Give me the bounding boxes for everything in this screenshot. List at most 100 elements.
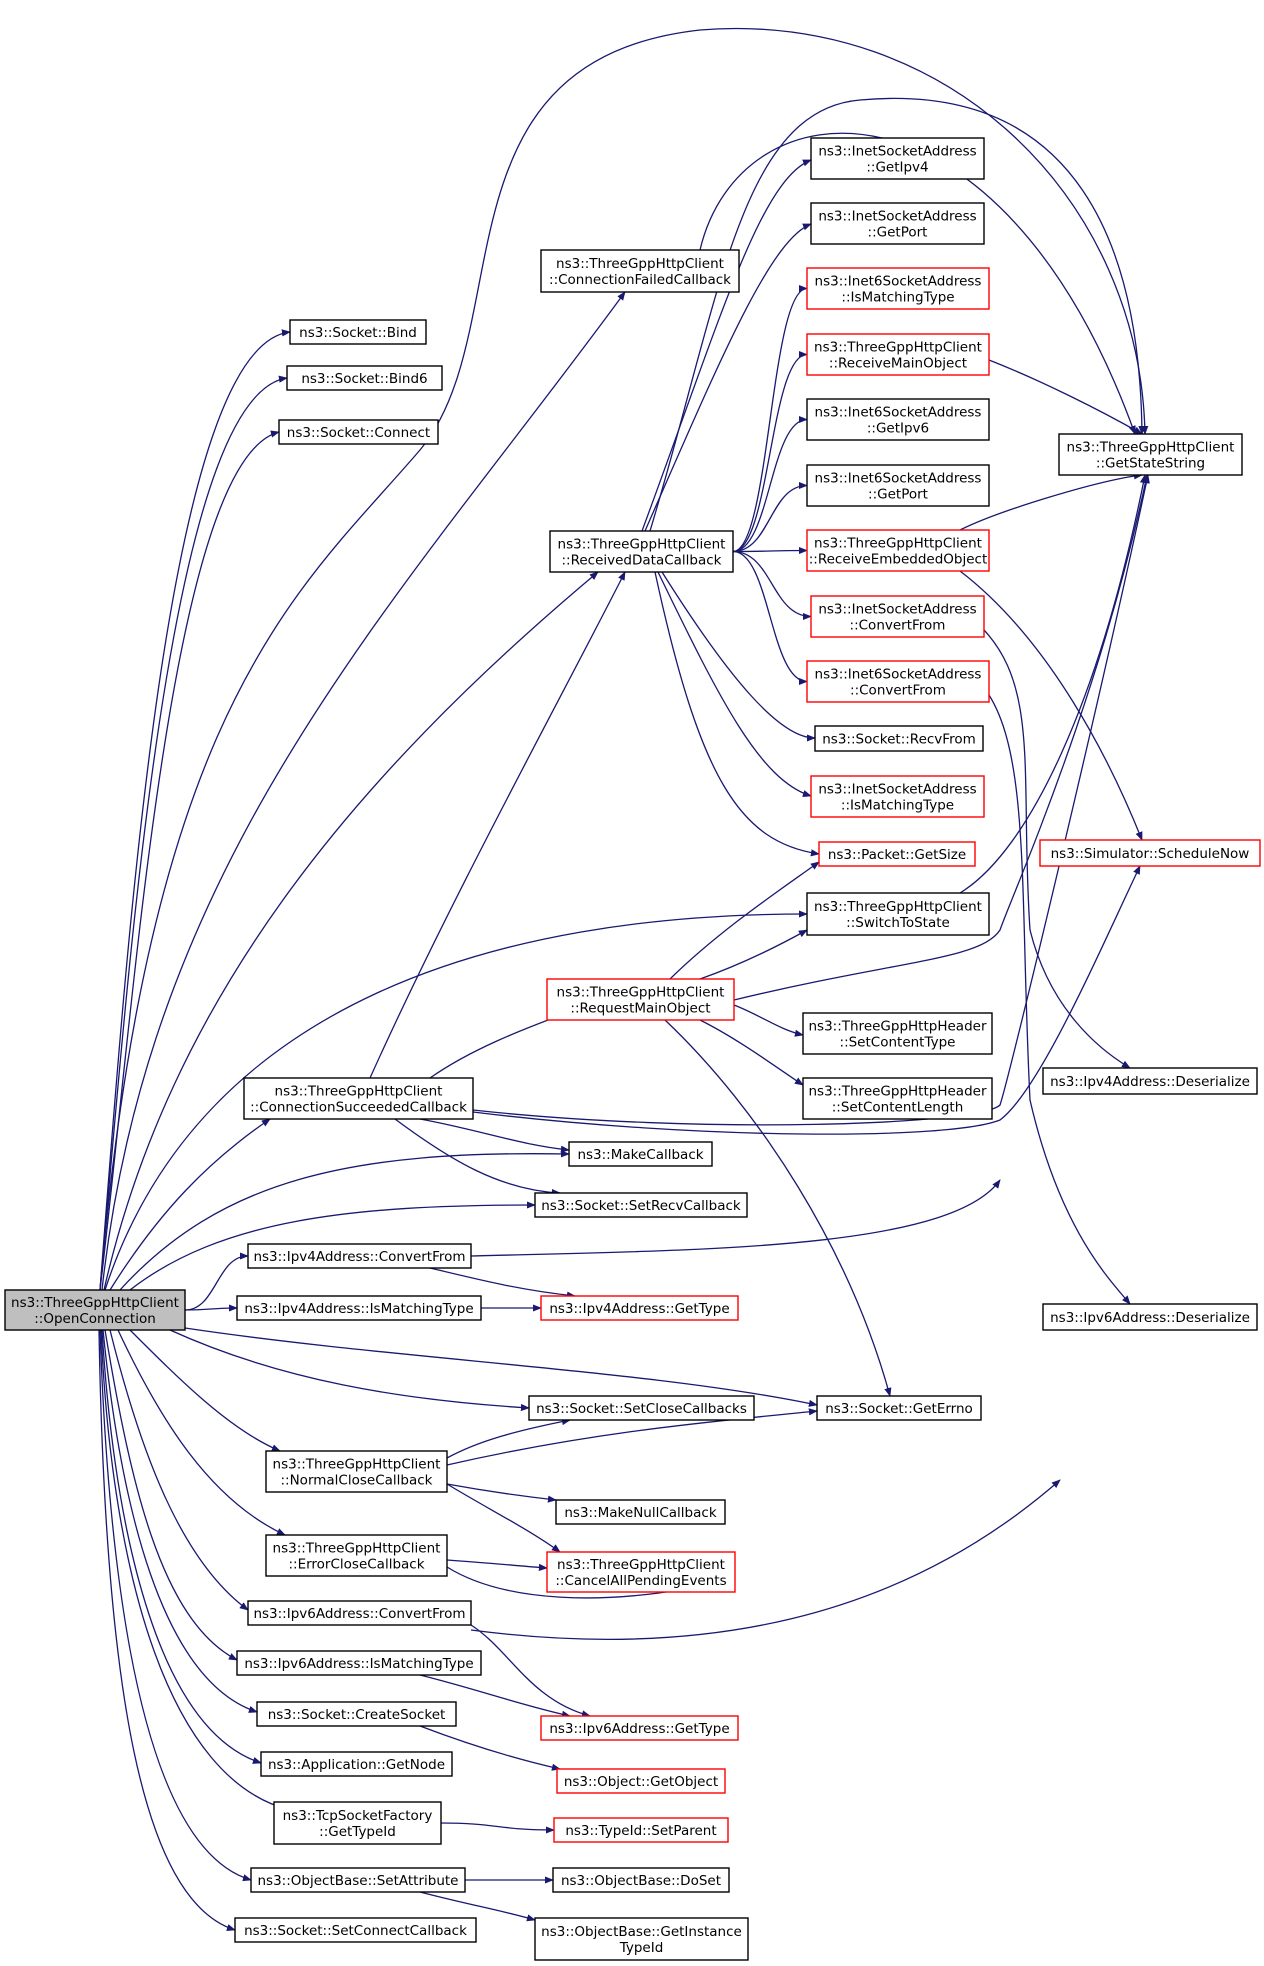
node-label: ::GetIpv6 bbox=[867, 421, 929, 437]
node-connfailed[interactable]: ns3::ThreeGppHttpClient::ConnectionFaile… bbox=[540, 249, 740, 293]
node-inetmatch[interactable]: ns3::InetSocketAddress::IsMatchingType bbox=[810, 775, 985, 818]
node-label: ns3::ThreeGppHttpClient bbox=[273, 1457, 441, 1473]
node-label: ns3::Socket::SetRecvCallback bbox=[541, 1198, 741, 1214]
node-getstatestring[interactable]: ns3::ThreeGppHttpClient::GetStateString bbox=[1058, 433, 1243, 476]
node-inet6match[interactable]: ns3::Inet6SocketAddress::IsMatchingType bbox=[806, 267, 990, 310]
node-label: ns3::ThreeGppHttpClient bbox=[556, 256, 724, 272]
edge-root-to-ipv6match bbox=[104, 1329, 238, 1661]
node-label: ns3::Ipv6Address::Deserialize bbox=[1050, 1310, 1250, 1326]
node-box bbox=[4, 1289, 186, 1331]
node-ipv6convert[interactable]: ns3::Ipv6Address::ConvertFrom bbox=[247, 1600, 472, 1626]
node-box bbox=[236, 1650, 482, 1676]
edge-recvembedded-to-getstatestring bbox=[959, 472, 1143, 531]
node-makenullcb[interactable]: ns3::MakeNullCallback bbox=[555, 1499, 726, 1525]
node-label: ns3::TypeId::SetParent bbox=[565, 1823, 716, 1839]
node-box bbox=[806, 660, 990, 703]
node-label: ns3::ThreeGppHttpClient bbox=[275, 1084, 443, 1100]
node-label: ns3::InetSocketAddress bbox=[818, 602, 976, 618]
node-box bbox=[265, 1534, 448, 1577]
edge-recvdata-to-recvfrom bbox=[661, 571, 816, 742]
node-setparent[interactable]: ns3::TypeId::SetParent bbox=[553, 1817, 729, 1843]
node-label: ::GetIpv4 bbox=[866, 160, 928, 176]
node-label: ns3::ThreeGppHttpClient bbox=[814, 340, 982, 356]
edge-normalclose-to-setclosecbs bbox=[446, 1418, 571, 1459]
node-ipv6gettype[interactable]: ns3::Ipv6Address::GetType bbox=[540, 1715, 739, 1741]
node-inet6getipv6[interactable]: ns3::Inet6SocketAddress::GetIpv6 bbox=[806, 398, 990, 441]
node-label: ::ConvertFrom bbox=[850, 683, 946, 699]
node-packetgetsize[interactable]: ns3::Packet::GetSize bbox=[818, 841, 976, 867]
node-label: ns3::Socket::Bind6 bbox=[301, 371, 427, 387]
node-bind[interactable]: ns3::Socket::Bind bbox=[289, 319, 427, 345]
node-label: ::ErrorCloseCallback bbox=[288, 1557, 424, 1573]
node-inetgetipv4[interactable]: ns3::InetSocketAddress::GetIpv4 bbox=[810, 137, 985, 180]
node-label: ::SetContentLength bbox=[832, 1100, 964, 1116]
node-label: ns3::ObjectBase::SetAttribute bbox=[258, 1873, 459, 1889]
node-recvembedded[interactable]: ns3::ThreeGppHttpClient::ReceiveEmbedded… bbox=[806, 529, 990, 572]
node-label: ns3::Ipv4Address::IsMatchingType bbox=[244, 1301, 473, 1317]
node-label: ns3::Ipv6Address::ConvertFrom bbox=[253, 1606, 465, 1622]
node-schedulenow[interactable]: ns3::Simulator::ScheduleNow bbox=[1039, 839, 1261, 867]
edge-ipv6convert-to-ipv6deserialize bbox=[470, 1479, 1061, 1640]
node-box bbox=[250, 1867, 466, 1893]
node-switchtostate[interactable]: ns3::ThreeGppHttpClient::SwitchToState bbox=[806, 892, 990, 936]
edge-root-to-ipv4match bbox=[184, 1304, 238, 1312]
node-inet6convert[interactable]: ns3::Inet6SocketAddress::ConvertFrom bbox=[806, 660, 990, 703]
node-recvdata[interactable]: ns3::ThreeGppHttpClient::ReceivedDataCal… bbox=[549, 530, 734, 573]
node-label: ::SwitchToState bbox=[846, 915, 950, 931]
node-box bbox=[234, 1917, 477, 1943]
node-ipv4deserialize[interactable]: ns3::Ipv4Address::Deserialize bbox=[1042, 1067, 1258, 1095]
node-label: ::SetContentType bbox=[840, 1035, 956, 1051]
node-label: ns3::ThreeGppHttpHeader bbox=[808, 1084, 986, 1100]
node-ipv4gettype[interactable]: ns3::Ipv4Address::GetType bbox=[540, 1295, 739, 1321]
node-box bbox=[1058, 433, 1243, 476]
node-errorclose[interactable]: ns3::ThreeGppHttpClient::ErrorCloseCallb… bbox=[265, 1534, 448, 1577]
node-ipv6match[interactable]: ns3::Ipv6Address::IsMatchingType bbox=[236, 1650, 482, 1676]
edge-requestmain-to-setcontentlength bbox=[699, 1019, 804, 1086]
node-setrecvcb[interactable]: ns3::Socket::SetRecvCallback bbox=[534, 1192, 748, 1218]
node-connsucc[interactable]: ns3::ThreeGppHttpClient::ConnectionSucce… bbox=[243, 1077, 474, 1120]
node-setcontenttype[interactable]: ns3::ThreeGppHttpHeader::SetContentType bbox=[802, 1012, 993, 1055]
node-label: ns3::Ipv4Address::ConvertFrom bbox=[253, 1249, 465, 1265]
node-createsocket[interactable]: ns3::Socket::CreateSocket bbox=[256, 1701, 457, 1727]
node-ipv4convert[interactable]: ns3::Ipv4Address::ConvertFrom bbox=[247, 1243, 472, 1269]
node-label: ns3::Socket::CreateSocket bbox=[268, 1707, 446, 1723]
edge-recvdata-to-inet6match bbox=[732, 284, 808, 553]
node-box bbox=[256, 1701, 457, 1727]
node-label: ns3::Socket::SetConnectCallback bbox=[244, 1923, 467, 1939]
edge-root-to-ipv4convert bbox=[184, 1252, 249, 1311]
node-tcpgettypeid[interactable]: ns3::TcpSocketFactory::GetTypeId bbox=[273, 1801, 442, 1845]
node-ipv6deserialize[interactable]: ns3::Ipv6Address::Deserialize bbox=[1042, 1303, 1258, 1331]
node-setconnectcb[interactable]: ns3::Socket::SetConnectCallback bbox=[234, 1917, 477, 1943]
node-getnode[interactable]: ns3::Application::GetNode bbox=[260, 1751, 453, 1777]
node-requestmain[interactable]: ns3::ThreeGppHttpClient::RequestMainObje… bbox=[546, 978, 735, 1021]
node-label: ns3::Socket::Bind bbox=[299, 325, 417, 341]
node-doset[interactable]: ns3::ObjectBase::DoSet bbox=[552, 1867, 730, 1893]
node-recvfrom[interactable]: ns3::Socket::RecvFrom bbox=[814, 725, 984, 752]
edge-recvembedded-to-schedulenow bbox=[959, 570, 1143, 841]
node-setattribute[interactable]: ns3::ObjectBase::SetAttribute bbox=[250, 1867, 466, 1893]
node-box bbox=[540, 1715, 739, 1741]
node-makecb[interactable]: ns3::MakeCallback bbox=[568, 1141, 713, 1167]
node-label: ns3::ThreeGppHttpClient bbox=[558, 537, 726, 553]
node-inetgetport[interactable]: ns3::InetSocketAddress::GetPort bbox=[810, 202, 985, 245]
edge-connsucc-to-setrecvcb bbox=[394, 1118, 561, 1197]
node-setcontentlength[interactable]: ns3::ThreeGppHttpHeader::SetContentLengt… bbox=[802, 1077, 993, 1120]
node-connect[interactable]: ns3::Socket::Connect bbox=[278, 419, 439, 445]
node-inet6getport[interactable]: ns3::Inet6SocketAddress::GetPort bbox=[806, 464, 990, 507]
node-label: ns3::Socket::GetErrno bbox=[825, 1401, 973, 1417]
node-setclosecbs[interactable]: ns3::Socket::SetCloseCallbacks bbox=[528, 1395, 755, 1421]
node-ipv4match[interactable]: ns3::Ipv4Address::IsMatchingType bbox=[236, 1295, 482, 1321]
node-geterrno[interactable]: ns3::Socket::GetErrno bbox=[816, 1395, 982, 1421]
node-box bbox=[540, 249, 740, 293]
node-bind6[interactable]: ns3::Socket::Bind6 bbox=[286, 365, 443, 391]
node-box bbox=[243, 1077, 474, 1120]
node-box bbox=[556, 1768, 726, 1794]
node-recvmain[interactable]: ns3::ThreeGppHttpClient::ReceiveMainObje… bbox=[806, 333, 990, 376]
node-label: ns3::Ipv4Address::Deserialize bbox=[1050, 1074, 1250, 1090]
node-getobject[interactable]: ns3::Object::GetObject bbox=[556, 1768, 726, 1794]
node-root[interactable]: ns3::ThreeGppHttpClient::OpenConnection bbox=[4, 1289, 186, 1331]
node-cancelall[interactable]: ns3::ThreeGppHttpClient::CancelAllPendin… bbox=[546, 1551, 736, 1593]
node-normalclose[interactable]: ns3::ThreeGppHttpClient::NormalCloseCall… bbox=[265, 1450, 448, 1493]
node-inetconvert[interactable]: ns3::InetSocketAddress::ConvertFrom bbox=[810, 595, 985, 638]
